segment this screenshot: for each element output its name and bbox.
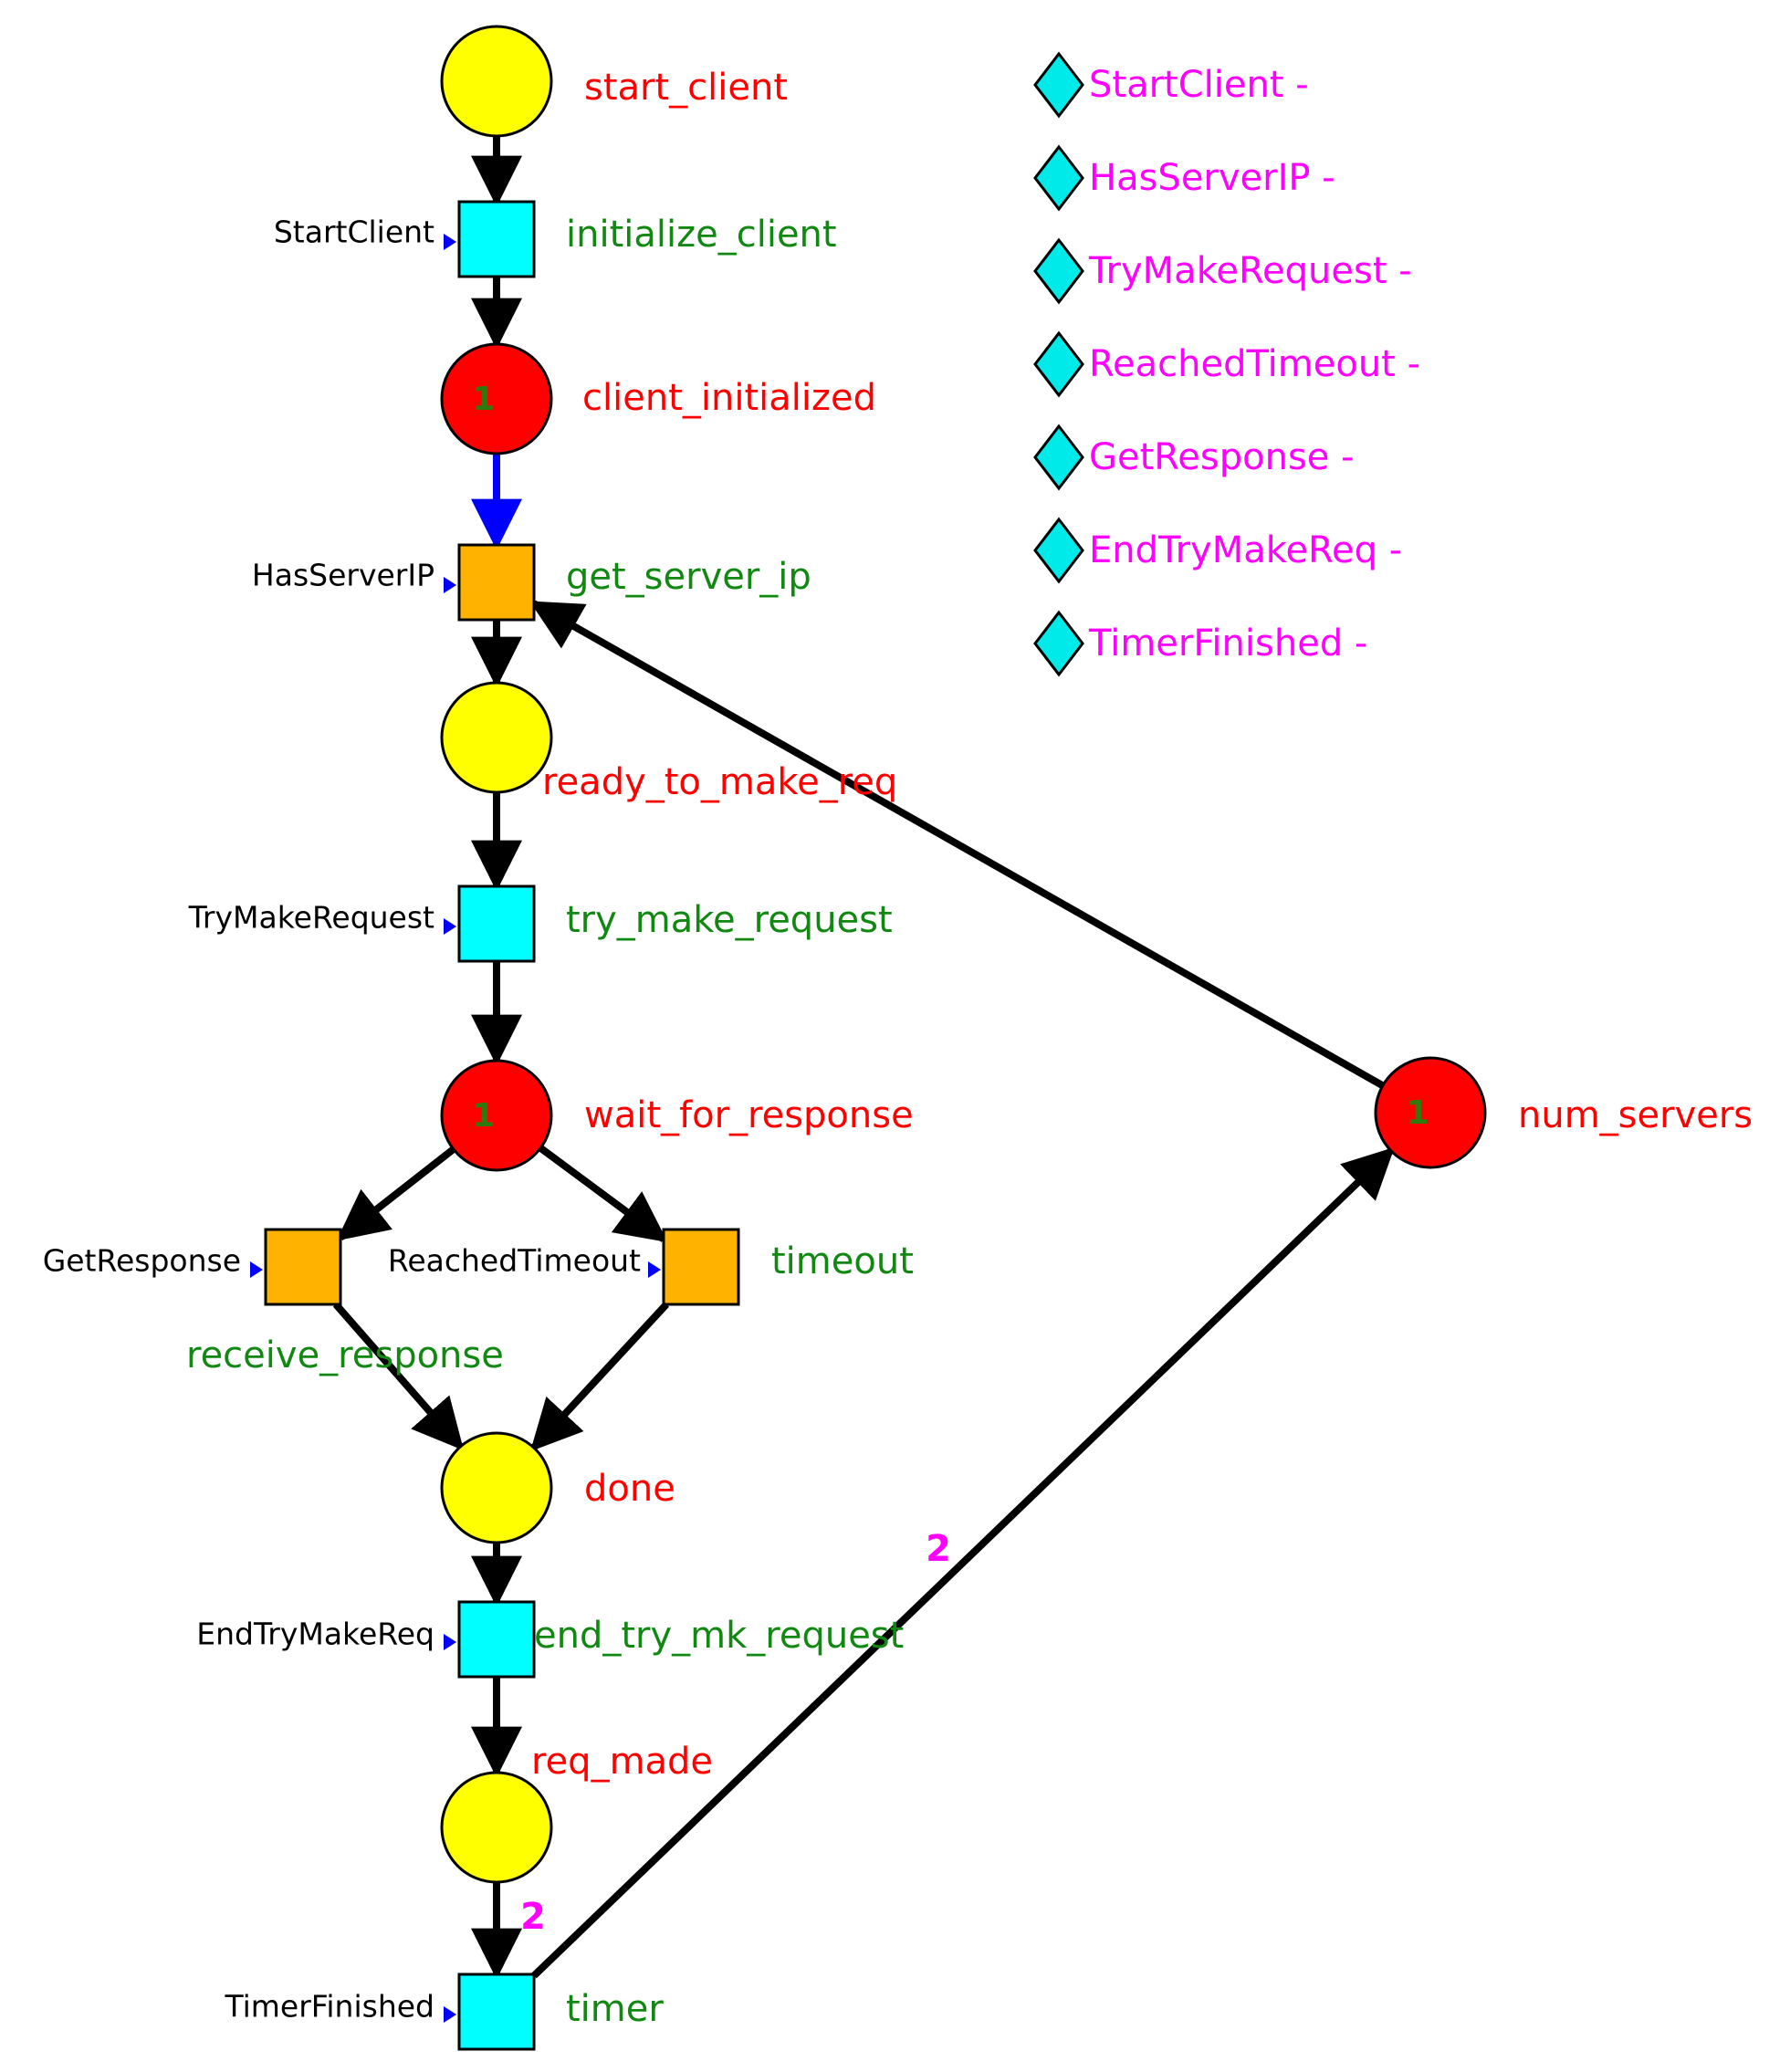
place-ready_to_make_req[interactable]: ready_to_make_req [440,681,897,803]
signal-marker-icon [444,1634,456,1650]
transition-box[interactable] [457,200,536,278]
signal-label: StartClient [274,215,434,250]
signal-marker-icon [444,577,456,593]
diamond-icon [1033,51,1084,119]
place-circle[interactable] [440,1771,553,1884]
place-label: req_made [531,1741,713,1783]
diamond-icon [1033,144,1084,212]
signal-marker-icon [250,1261,263,1278]
signal-label: TryMakeRequest [188,900,434,936]
token-count: 1 [472,1097,495,1135]
place-label: ready_to_make_req [542,761,897,803]
place-circle[interactable] [440,25,553,138]
transition-box[interactable] [264,1228,342,1306]
legend-item: HasServerIP - [1033,144,1335,212]
legend-item: TimerFinished - [1033,610,1367,677]
place-circle[interactable] [1374,1056,1487,1169]
legend-label: TimerFinished - [1088,623,1367,665]
legend-label: EndTryMakeReq - [1089,529,1402,571]
diamond-icon [1033,237,1084,305]
diamond-icon [1033,517,1084,584]
signal-label: HasServerIP [252,558,434,593]
transition-initialize_client[interactable]: StartClient initialize_client [274,200,837,278]
signal-label: EndTryMakeReq [196,1617,434,1652]
legend-item: EndTryMakeReq - [1033,517,1402,584]
arc-timer-to-num_servers [531,1146,1395,1979]
signal-marker-icon [444,2006,456,2023]
legend-label: ReachedTimeout - [1089,343,1420,385]
legend-label: TryMakeRequest - [1088,250,1412,292]
transition-timeout[interactable]: ReachedTimeout timeout [388,1228,914,1306]
transition-label: timeout [771,1240,914,1282]
transition-label: initialize_client [566,214,837,256]
arc-wait_for_response-to-receive_response [336,1146,456,1241]
place-num_servers[interactable]: 1 num_servers [1374,1056,1753,1169]
place-circle[interactable] [440,1059,553,1172]
transition-box[interactable] [457,884,536,963]
transition-get_server_ip[interactable]: HasServerIP get_server_ip [252,543,811,622]
signal-marker-icon [444,234,456,250]
place-done[interactable]: done [440,1431,675,1544]
transition-box[interactable] [457,1973,536,2051]
token-count: 1 [1406,1094,1429,1132]
transition-label: try_make_request [566,899,893,941]
place-label: num_servers [1518,1094,1753,1136]
arc-wait_for_response-to-timeout [538,1145,668,1242]
place-label: client_initialized [582,377,876,419]
transition-label: timer [566,1988,664,2030]
place-start_client[interactable]: start_client [440,25,788,138]
transition-box[interactable] [662,1228,740,1306]
transition-box[interactable] [457,543,536,622]
legend-label: GetResponse - [1089,436,1355,478]
diamond-icon [1033,610,1084,677]
arc-num_servers-to-get_server_ip [529,600,1385,1089]
place-label: wait_for_response [584,1094,914,1136]
transition-end_try_mk_request[interactable]: EndTryMakeReq end_try_mk_request [196,1600,904,1679]
legend-item: ReachedTimeout - [1033,330,1420,398]
place-label: start_client [584,67,788,109]
transition-box[interactable] [457,1600,536,1679]
legend-label: HasServerIP - [1089,157,1335,199]
signal-label: ReachedTimeout [388,1243,641,1279]
arc-weight: 2 [926,1528,951,1570]
arc-receive_response-to-done [332,1302,465,1451]
legend-item: StartClient - [1033,51,1309,119]
transition-label: get_server_ip [566,556,811,598]
diamond-icon [1033,330,1084,398]
legend-item: TryMakeRequest - [1033,237,1412,305]
transition-receive_response[interactable]: GetResponse receive_response [43,1228,504,1376]
legend-label: StartClient - [1089,64,1309,106]
signal-label: TimerFinished [224,1989,434,2025]
signal-label: GetResponse [43,1243,241,1279]
place-circle[interactable] [440,342,553,455]
transition-label: receive_response [186,1334,504,1376]
place-req_made[interactable]: req_made [440,1741,713,1884]
nodes-layer: start_client 1 client_initialized ready_to_… [43,25,1753,2051]
place-circle[interactable] [440,1431,553,1544]
signal-marker-icon [648,1261,661,1278]
place-wait_for_response[interactable]: 1 wait_for_response [440,1059,914,1172]
legend-item: GetResponse - [1033,424,1355,491]
signal-marker-icon [444,918,456,935]
place-circle[interactable] [440,681,553,794]
token-count: 1 [472,381,495,418]
transition-timer[interactable]: TimerFinished timer [224,1973,664,2051]
signal-legend: StartClient - HasServerIP - TryMakeRequest… [1033,51,1420,677]
place-label: done [584,1468,675,1510]
arc-timeout-to-done [529,1302,669,1452]
transition-try_make_request[interactable]: TryMakeRequest try_make_request [188,884,893,963]
place-client_initialized[interactable]: 1 client_initialized [440,342,876,455]
arcs-layer: 22 [332,136,1395,1980]
arc-weight: 2 [520,1896,546,1938]
diamond-icon [1033,424,1084,491]
transition-label: end_try_mk_request [534,1615,904,1657]
